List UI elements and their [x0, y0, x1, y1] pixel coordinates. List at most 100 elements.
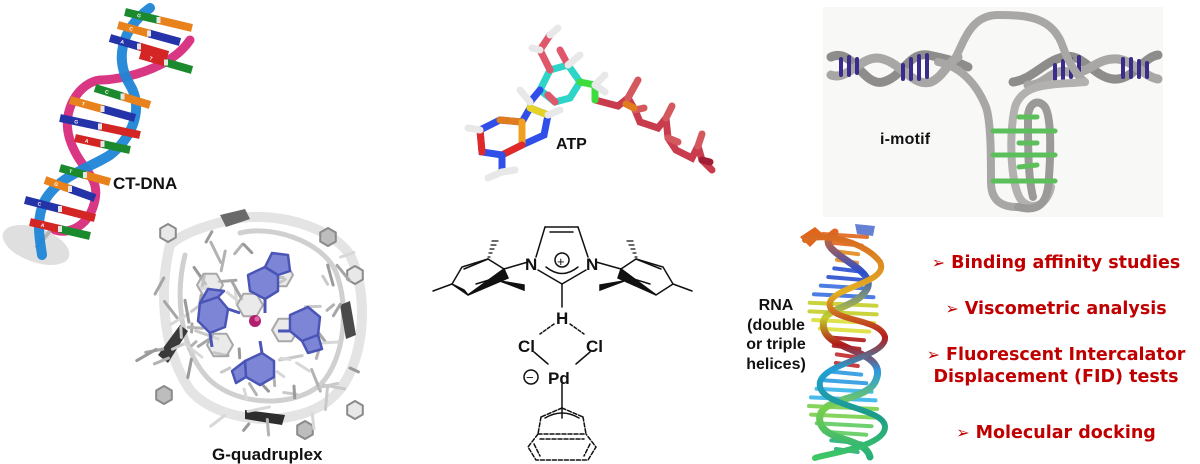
indenyl-ligand	[527, 407, 597, 461]
dna-base-bar	[99, 122, 141, 139]
gq-stick	[324, 385, 329, 411]
gq-stick	[292, 384, 297, 400]
gq-stick	[152, 356, 170, 366]
gq-stick	[279, 356, 292, 361]
gq-stick	[169, 312, 190, 326]
imidazolium-ring	[535, 226, 589, 308]
gq-stick	[209, 240, 223, 264]
gq-side-ring	[346, 265, 364, 285]
study-molecular-docking: ➢Molecular docking	[912, 422, 1200, 444]
atp-phosphate-bond	[698, 156, 714, 166]
dna-base-connector	[98, 123, 102, 130]
i-motif-label: i-motif	[880, 131, 931, 148]
gq-side-ring	[155, 385, 173, 405]
dna-base-letter: T	[149, 56, 154, 63]
i-motif-left-duplex	[826, 50, 973, 88]
dna-base-bar	[59, 205, 96, 222]
dna-base-bar	[101, 105, 137, 122]
gq-stick	[335, 263, 352, 283]
study-text: Binding affinity studies	[951, 253, 1181, 273]
dna-base-letter: T	[81, 101, 86, 108]
dna-base-bar	[74, 134, 104, 148]
atom-cl-left: Cl	[518, 337, 535, 356]
gq-stick	[265, 418, 271, 437]
ct-dna-label: CT-DNA	[113, 174, 178, 193]
dna-base-connector	[83, 172, 87, 178]
i-motif-right-duplex	[1008, 50, 1163, 90]
dna-base-bar	[58, 164, 87, 179]
gq-stick	[320, 340, 340, 345]
gq-stick	[163, 300, 180, 320]
dna-base-bar	[101, 140, 131, 154]
atp-hydrogen-bond	[528, 44, 544, 54]
gq-stick	[186, 357, 193, 380]
gq-stick	[204, 230, 214, 244]
positive-charge-sign: +	[557, 254, 565, 269]
gq-ribbon-dark	[245, 410, 285, 425]
rna-base-bar	[818, 283, 871, 291]
rna-base-bar	[817, 326, 872, 334]
gq-stick	[231, 281, 244, 301]
central-cation-highlight	[254, 316, 260, 322]
atp-phosphate-chain	[591, 92, 716, 174]
pd-imidazolium-complex-structure: N N H Cl Cl Pd + −	[432, 226, 693, 461]
gq-stick	[247, 382, 258, 397]
study-text: Viscometric analysis	[964, 299, 1167, 319]
dna-base-letter: C	[128, 26, 133, 33]
dna-base-letter: C	[104, 89, 110, 96]
rna-backbone-strand-2	[802, 234, 889, 461]
guanine-bottom-five	[230, 359, 248, 385]
gq-stick	[153, 276, 166, 296]
dna-base-bar	[59, 225, 91, 240]
dna-base-bar	[121, 92, 152, 109]
atp-hydrogen-bond	[544, 106, 564, 119]
atp-hydrogen-bond	[464, 124, 484, 134]
gq-stick	[242, 242, 254, 255]
gq-stick	[318, 381, 339, 389]
i-motif-base-pairs	[990, 114, 1058, 184]
atp-label: ATP	[556, 136, 587, 153]
dna-base-bar	[147, 29, 182, 46]
gq-stick	[325, 303, 336, 312]
dna-base-connector	[156, 17, 161, 23]
positive-charge-circle	[554, 252, 570, 268]
dna-base-bar	[124, 8, 160, 24]
atp-amine-bond	[498, 166, 519, 176]
guanine-left-five	[198, 287, 226, 305]
g-quadruplex-label: G-quadruplex	[212, 445, 323, 464]
atp-adenine-bond	[496, 116, 526, 126]
gq-stick	[321, 274, 330, 286]
rna-helix-illustration	[800, 224, 889, 461]
atp-phosphate-bond	[664, 134, 682, 146]
dna-base-letter: G	[53, 181, 59, 188]
atp-adenine-bond	[476, 126, 486, 156]
rna-base-bar	[832, 266, 861, 274]
gq-stick	[190, 304, 202, 313]
dna-base-bar	[59, 114, 101, 131]
atp-ribose-bond	[544, 91, 559, 106]
gq-ribbon-dark	[220, 209, 250, 227]
gq-side-ring	[346, 400, 364, 420]
gq-stick	[237, 347, 242, 360]
dna-base-bar	[24, 196, 61, 213]
gq-side-ring	[319, 227, 337, 247]
dna-base-bar	[93, 84, 124, 101]
gq-stick	[242, 422, 251, 432]
atom-n-left: N	[525, 255, 537, 274]
dna-base-connector	[58, 206, 62, 212]
rna-base-bar	[807, 309, 879, 317]
arrow-bullet-icon: ➢	[926, 345, 941, 364]
gq-stick	[183, 298, 191, 324]
i-motif-hairpin	[1014, 98, 1055, 213]
gq-stick	[233, 242, 244, 256]
atp-hydrogen-bond	[564, 51, 584, 69]
gq-ribbon-dark	[340, 301, 356, 339]
atp-ribose-bond	[536, 46, 554, 74]
atp-hydrogen-bond	[591, 81, 609, 96]
dna-base-connector	[147, 30, 151, 37]
rna-terminal-nucleotide	[855, 224, 875, 236]
atp-adenine-bond	[498, 141, 526, 159]
dna-base-bar	[164, 58, 194, 74]
guanine-right-five	[300, 333, 324, 355]
